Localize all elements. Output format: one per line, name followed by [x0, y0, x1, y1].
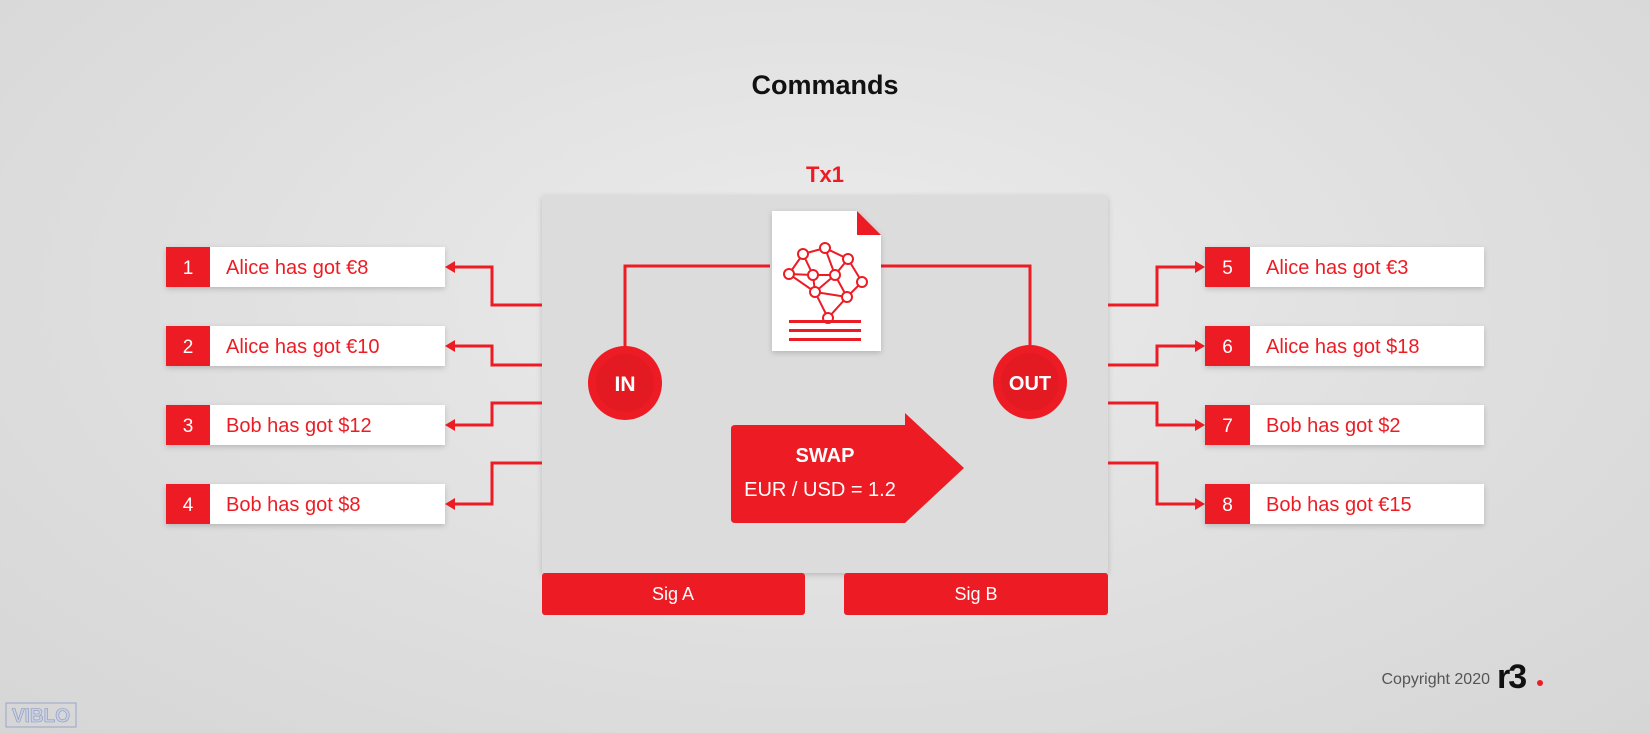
connector-line: [452, 344, 542, 367]
out-label: OUT: [1009, 373, 1051, 395]
transaction-label: Tx1: [806, 162, 844, 187]
output-state-8: 8 Bob has got €15: [1108, 461, 1484, 524]
state-number: 2: [183, 337, 194, 358]
state-number-badge: [1205, 405, 1250, 445]
signature-b-label: Sig B: [954, 584, 997, 604]
connector-line: [1108, 265, 1198, 307]
arrowhead-icon: [1195, 261, 1205, 273]
state-number: 1: [183, 258, 194, 279]
signature-b: Sig B: [844, 573, 1108, 615]
state-number: 6: [1222, 337, 1233, 358]
state-number: 5: [1222, 258, 1233, 279]
input-state-1: 1 Alice has got €8: [166, 247, 542, 307]
signature-a: Sig A: [542, 573, 805, 615]
diagram-title: Commands: [751, 70, 898, 100]
arrowhead-icon: [445, 261, 455, 273]
r3-logo-text: r3: [1497, 658, 1526, 696]
arrowhead-icon: [1195, 340, 1205, 352]
connector-line: [1108, 344, 1198, 367]
state-text: Alice has got €3: [1266, 257, 1408, 279]
state-text: Bob has got $2: [1266, 415, 1401, 437]
state-text: Bob has got $12: [226, 415, 372, 437]
state-number-badge: [1205, 326, 1250, 366]
state-card: [1205, 247, 1484, 287]
output-state-7: 7 Bob has got $2: [1108, 401, 1484, 445]
swap-title: SWAP: [796, 445, 855, 467]
state-number: 8: [1222, 495, 1233, 516]
input-state-3: 3 Bob has got $12: [166, 401, 542, 445]
state-number: 7: [1222, 416, 1233, 437]
arrowhead-icon: [445, 340, 455, 352]
state-card: [166, 405, 445, 445]
arrowhead-icon: [1195, 498, 1205, 510]
out-node: OUT: [993, 345, 1067, 419]
state-number-badge: [1205, 484, 1250, 524]
arrowhead-icon: [445, 419, 455, 431]
state-number: 4: [183, 495, 194, 516]
swap-arrow: SWAP EUR / USD = 1.2: [731, 413, 964, 523]
state-number-badge: [166, 326, 210, 366]
state-card: [166, 247, 445, 287]
input-state-2: 2 Alice has got €10: [166, 326, 542, 367]
state-number-badge: [166, 484, 210, 524]
connector-line: [452, 401, 542, 427]
state-card: [166, 484, 445, 524]
network-brain-icon: [783, 242, 868, 324]
arrowhead-icon: [1195, 419, 1205, 431]
in-connector: [623, 264, 770, 350]
signature-a-label: Sig A: [652, 584, 694, 604]
arrowhead-icon: [445, 498, 455, 510]
state-number-badge: [166, 247, 210, 287]
state-card: [1205, 484, 1484, 524]
in-label: IN: [615, 373, 636, 396]
connector-line: [1108, 401, 1198, 427]
state-number: 3: [183, 416, 194, 437]
connector-line: [452, 461, 542, 506]
out-connector: [881, 264, 1032, 350]
output-state-5: 5 Alice has got €3: [1108, 247, 1484, 307]
copyright-text: Copyright 2020: [1381, 671, 1490, 688]
contract-document-icon: [772, 211, 881, 351]
swap-rate: EUR / USD = 1.2: [744, 479, 896, 501]
watermark-text: VIBLO: [12, 706, 70, 727]
connector-line: [1108, 461, 1198, 506]
state-card: [1205, 326, 1484, 366]
output-state-6: 6 Alice has got $18: [1108, 326, 1484, 367]
in-node: IN: [588, 346, 662, 420]
r3-logo: r3: [1497, 658, 1543, 696]
state-text: Alice has got $18: [1266, 336, 1419, 358]
state-card: [1205, 405, 1484, 445]
viblo-watermark: VIBLO: [5, 702, 77, 728]
state-number-badge: [166, 405, 210, 445]
state-text: Bob has got €15: [1266, 494, 1412, 516]
state-card: [166, 326, 445, 366]
input-state-4: 4 Bob has got $8: [166, 461, 542, 524]
state-text: Bob has got $8: [226, 494, 361, 516]
state-text: Alice has got €10: [226, 336, 379, 358]
transaction-box: [542, 195, 1108, 573]
state-number-badge: [1205, 247, 1250, 287]
connector-line: [452, 265, 542, 307]
state-text: Alice has got €8: [226, 257, 368, 279]
